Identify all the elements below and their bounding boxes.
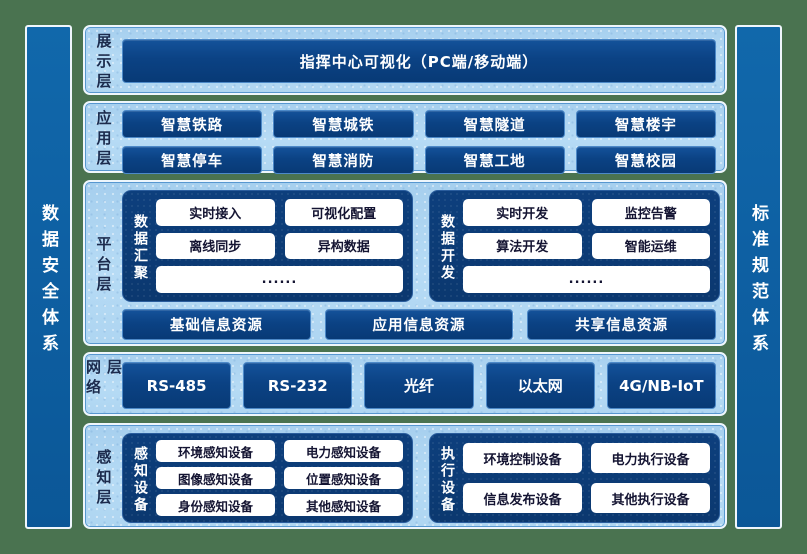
data-aggregation-group: 数据汇聚 实时接入 可视化配置 离线同步 异构数据 ......	[122, 190, 413, 302]
layer-network-label: 网络层	[84, 359, 123, 399]
resource-box: 应用信息资源	[324, 309, 514, 340]
platform-item: 算法开发	[463, 232, 582, 260]
network-grid: RS-485 RS-232 光纤 以太网 4G/NB-IoT	[122, 362, 716, 409]
data-development-group: 数据开发 实时开发 监控告警 算法开发 智能运维 ......	[429, 190, 720, 302]
layer-display-label: 展示层	[94, 32, 113, 93]
platform-item: 监控告警	[591, 199, 710, 226]
standards-pillar: 标准规范体系	[735, 25, 782, 529]
app-box: 智慧隧道	[424, 110, 565, 138]
platform-item-more: ......	[156, 266, 403, 293]
network-box: RS-485	[122, 362, 232, 409]
data-security-pillar: 数据安全体系	[25, 25, 72, 529]
execution-devices-grid: 环境控制设备 电力执行设备 信息发布设备 其他执行设备	[463, 443, 710, 513]
platform-item: 可视化配置	[284, 199, 403, 226]
device-item: 其他执行设备	[591, 483, 710, 513]
platform-item: 智能运维	[591, 232, 710, 260]
layer-application-label: 应用层	[94, 109, 113, 170]
platform-item: 实时开发	[463, 199, 582, 226]
app-box: 智慧城铁	[273, 110, 414, 138]
platform-item: 异构数据	[284, 232, 403, 260]
device-item: 环境控制设备	[463, 443, 582, 473]
layer-platform-content: 数据汇聚 实时接入 可视化配置 离线同步 异构数据 ...... 数据开发 实时…	[122, 182, 720, 344]
network-box: RS-232	[243, 362, 353, 409]
device-item: 图像感知设备	[156, 467, 275, 489]
network-box: 4G/NB-IoT	[606, 362, 716, 409]
data-aggregation-grid: 实时接入 可视化配置 离线同步 异构数据 ......	[156, 199, 403, 293]
resource-box: 共享信息资源	[527, 309, 716, 340]
data-aggregation-group-title: 数据汇聚	[132, 213, 148, 282]
app-box: 智慧停车	[122, 146, 263, 174]
app-box: 智慧工地	[424, 146, 565, 174]
layer-application: 应用层 智慧铁路 智慧城铁 智慧隧道 智慧楼宇 智慧停车 智慧消防 智慧工地 智…	[83, 101, 727, 174]
layer-display: 展示层 指挥中心可视化（PC端/移动端）	[83, 25, 727, 95]
device-item: 其他感知设备	[284, 494, 403, 516]
resource-box: 基础信息资源	[122, 309, 311, 340]
app-box: 智慧校园	[575, 146, 716, 174]
execution-devices-group-title: 执行设备	[439, 445, 455, 514]
data-development-group-title: 数据开发	[439, 213, 455, 282]
layer-perception: 感知层 感知设备 环境感知设备 电力感知设备 图像感知设备 位置感知设备 身份感…	[83, 423, 727, 529]
network-box: 光纤	[364, 362, 474, 409]
app-box: 智慧消防	[273, 146, 414, 174]
platform-item-more: ......	[463, 266, 710, 293]
execution-devices-group: 执行设备 环境控制设备 电力执行设备 信息发布设备 其他执行设备	[429, 433, 720, 523]
device-item: 环境感知设备	[156, 440, 275, 462]
layer-network-content: RS-485 RS-232 光纤 以太网 4G/NB-IoT	[122, 354, 716, 414]
layer-platform: 平台层 数据汇聚 实时接入 可视化配置 离线同步 异构数据 ...... 数据开…	[83, 180, 727, 346]
network-box: 以太网	[485, 362, 595, 409]
standards-pillar-label: 标准规范体系	[748, 203, 768, 360]
app-box: 智慧楼宇	[575, 110, 716, 138]
sensing-devices-group: 感知设备 环境感知设备 电力感知设备 图像感知设备 位置感知设备 身份感知设备 …	[122, 433, 413, 523]
sensing-devices-group-title: 感知设备	[132, 445, 148, 514]
command-center-visualization-box: 指挥中心可视化（PC端/移动端）	[122, 39, 716, 83]
app-box: 智慧铁路	[122, 110, 263, 138]
application-grid: 智慧铁路 智慧城铁 智慧隧道 智慧楼宇 智慧停车 智慧消防 智慧工地 智慧校园	[122, 110, 716, 174]
data-development-grid: 实时开发 监控告警 算法开发 智能运维 ......	[463, 199, 710, 293]
layer-network: 网络层 RS-485 RS-232 光纤 以太网 4G/NB-IoT	[83, 352, 727, 416]
device-item: 电力感知设备	[284, 440, 403, 462]
layer-platform-label: 平台层	[94, 235, 113, 296]
sensing-devices-grid: 环境感知设备 电力感知设备 图像感知设备 位置感知设备 身份感知设备 其他感知设…	[156, 440, 403, 516]
information-resources-row: 基础信息资源 应用信息资源 共享信息资源	[122, 309, 716, 340]
data-security-pillar-label: 数据安全体系	[38, 203, 58, 360]
device-item: 电力执行设备	[591, 443, 710, 473]
device-item: 身份感知设备	[156, 494, 275, 516]
layer-display-content: 指挥中心可视化（PC端/移动端）	[122, 27, 716, 93]
device-item: 信息发布设备	[463, 483, 582, 513]
layer-perception-content: 感知设备 环境感知设备 电力感知设备 图像感知设备 位置感知设备 身份感知设备 …	[122, 425, 720, 527]
platform-item: 离线同步	[156, 232, 275, 260]
platform-item: 实时接入	[156, 199, 275, 226]
layer-application-content: 智慧铁路 智慧城铁 智慧隧道 智慧楼宇 智慧停车 智慧消防 智慧工地 智慧校园	[122, 103, 716, 174]
device-item: 位置感知设备	[284, 467, 403, 489]
layer-perception-label: 感知层	[94, 448, 113, 509]
